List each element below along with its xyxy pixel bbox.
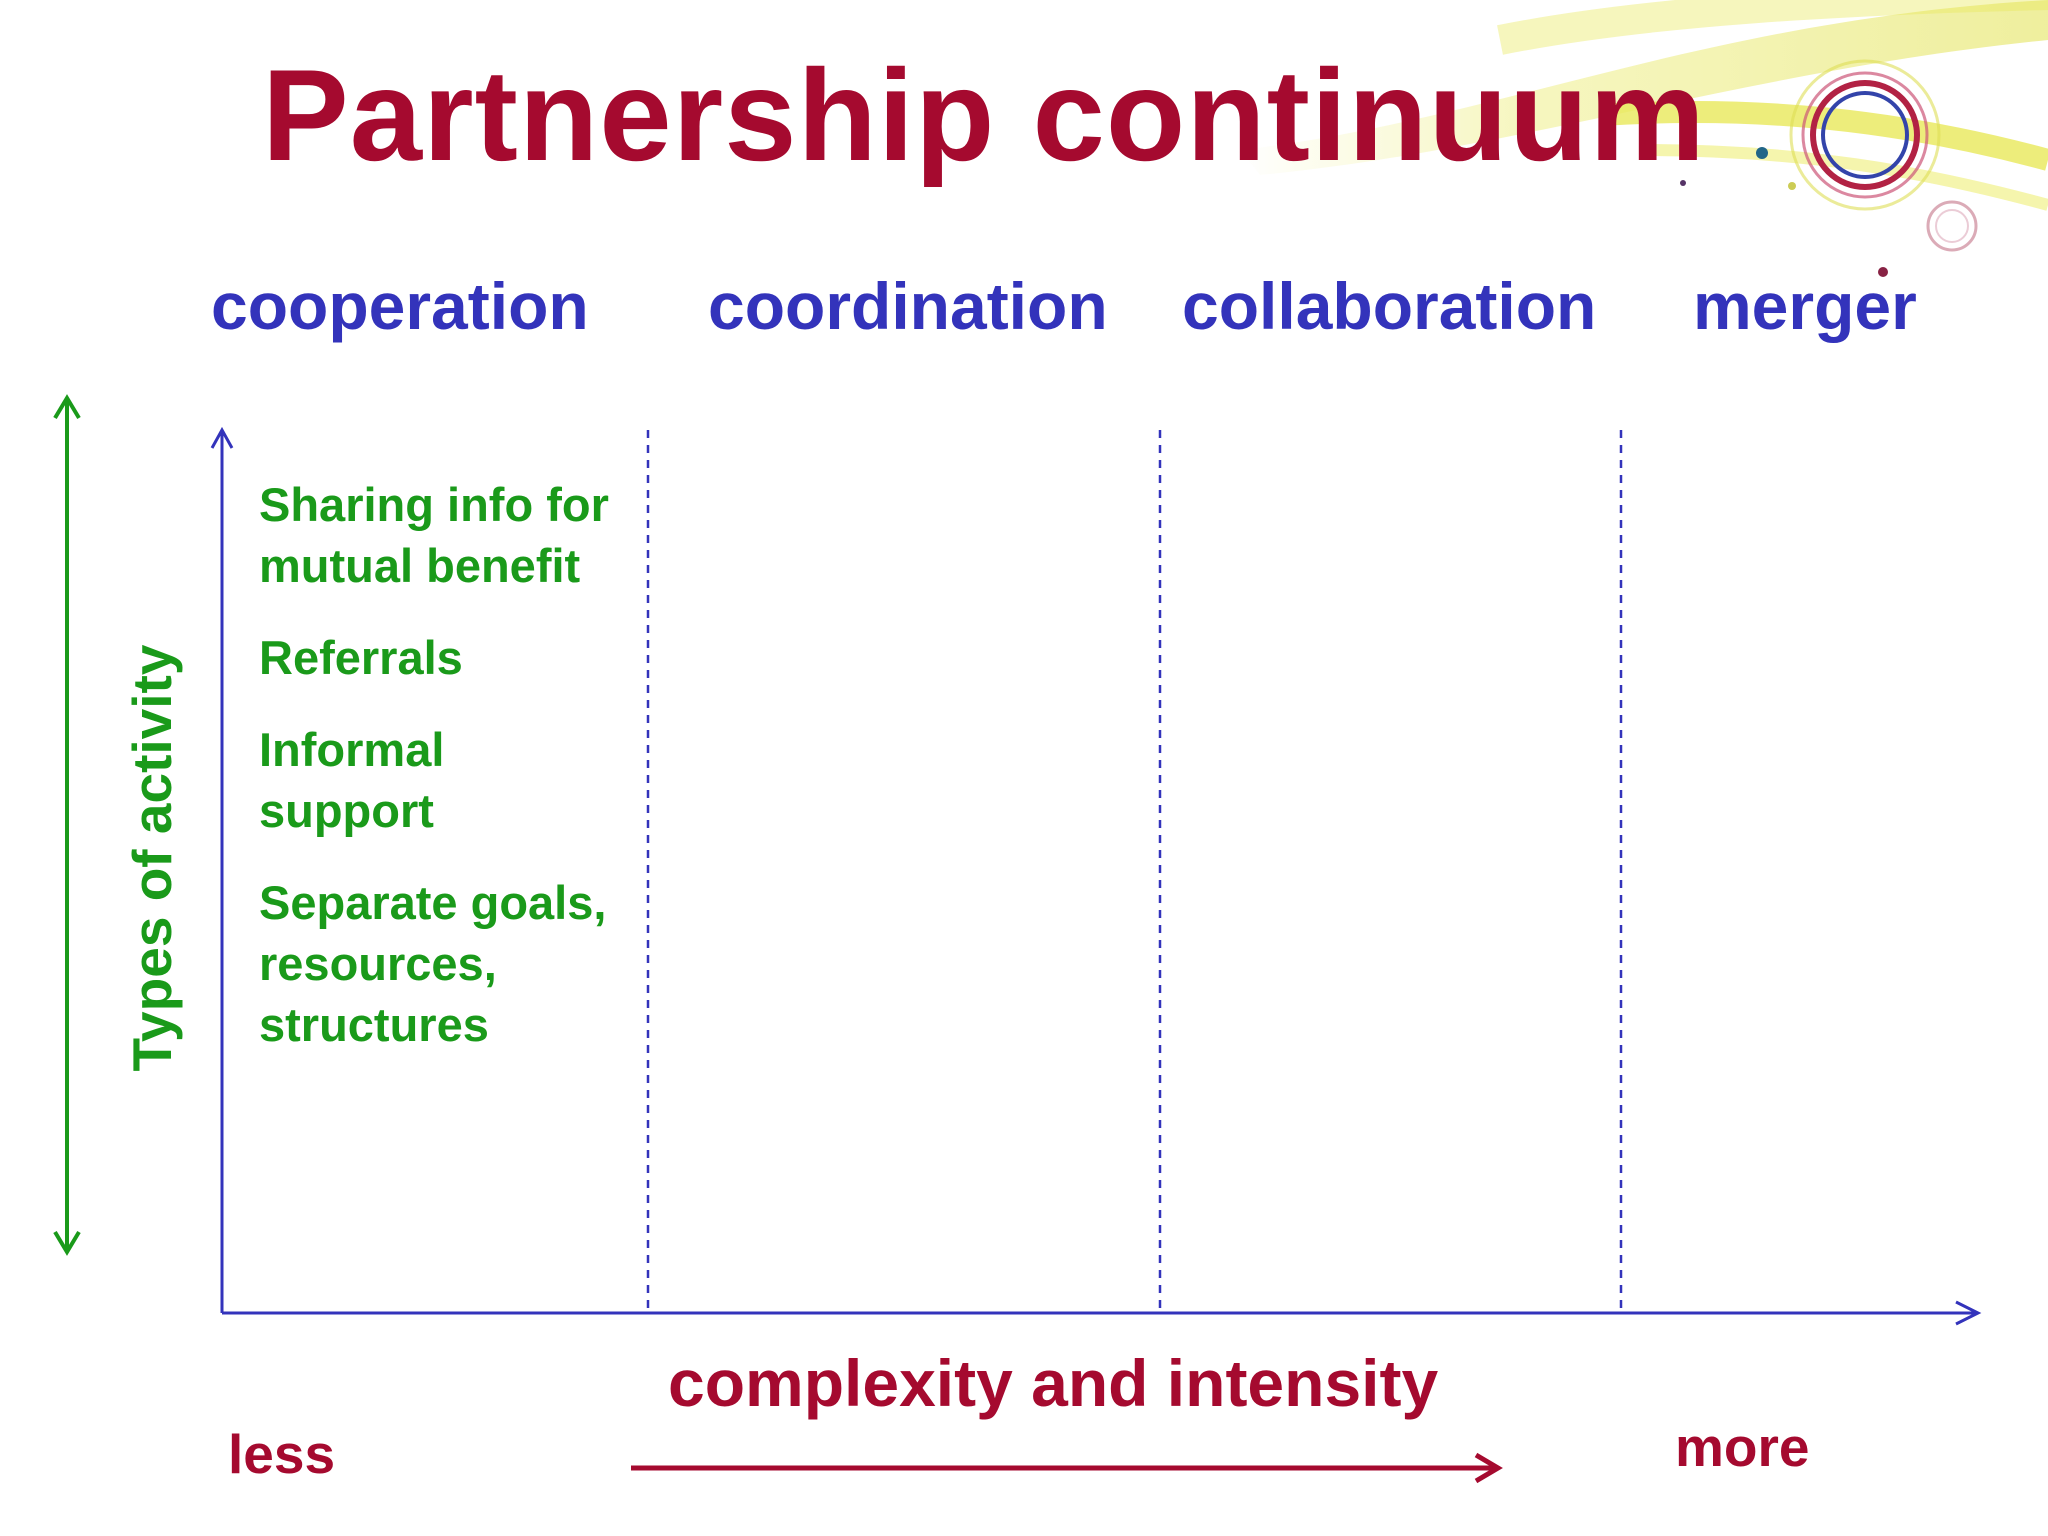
- stage-label-merger: merger: [1693, 269, 1917, 343]
- intensity-arrow: [631, 1452, 1503, 1484]
- y-axis-label: Types of activity: [121, 644, 183, 1072]
- stage-label-coordination: coordination: [708, 269, 1108, 343]
- activity-item: Sharing info for mutual benefit: [259, 478, 609, 592]
- y-axis: [210, 426, 234, 1313]
- activity-item: Separate goals, resources, structures: [259, 876, 607, 1051]
- decorative-swirl-graphic: [1240, 0, 2048, 277]
- stage-label-cooperation: cooperation: [211, 269, 589, 343]
- activity-item: Informal support: [259, 723, 445, 837]
- page-title: Partnership continuum: [262, 42, 1706, 188]
- types-of-activity-double-arrow: [53, 394, 81, 1256]
- x-axis-high-label: more: [1675, 1416, 1810, 1478]
- x-axis: [222, 1300, 1982, 1326]
- x-axis-low-label: less: [228, 1423, 336, 1485]
- x-axis-label: complexity and intensity: [668, 1346, 1439, 1420]
- cooperation-activity-list: Sharing info for mutual benefit Referral…: [259, 474, 619, 1086]
- stage-label-collaboration: collaboration: [1182, 269, 1597, 343]
- activity-item: Referrals: [259, 631, 463, 684]
